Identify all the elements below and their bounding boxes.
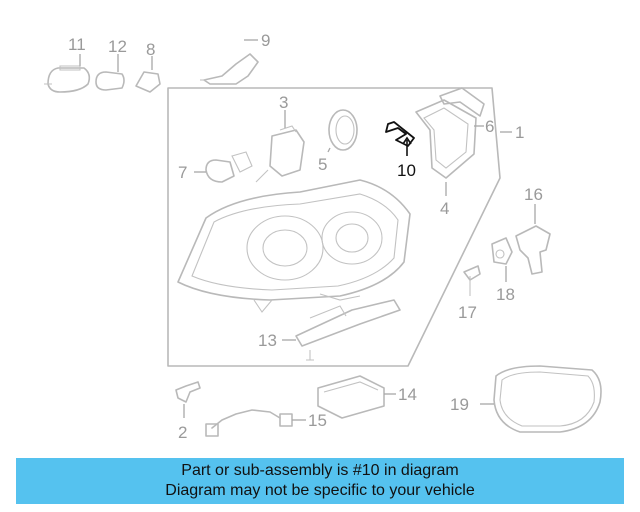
callout-13: 13	[258, 331, 277, 350]
part-14-module	[317, 375, 396, 419]
callout-12: 12	[108, 37, 127, 56]
headlamp-housing	[177, 179, 411, 313]
callout-4: 4	[440, 199, 449, 218]
bulb-8	[135, 56, 161, 93]
callout-17: 17	[458, 303, 477, 322]
callout-5: 5	[318, 155, 327, 174]
part-18-motor	[491, 237, 513, 282]
part-6-gasket	[439, 87, 485, 127]
part-10-seal	[385, 121, 415, 156]
bulb-11	[44, 54, 91, 93]
part-13-actuator	[282, 299, 401, 361]
parts-diagram: 1 2 3 4 5 6 7 8 9 10 11 12 13 14 15 16 1…	[44, 31, 602, 442]
part-16-bracket	[515, 204, 551, 275]
callout-3: 3	[279, 93, 288, 112]
part-2-screw	[175, 381, 201, 418]
callout-2: 2	[178, 423, 187, 442]
callout-15: 15	[308, 411, 327, 430]
part-15-harness	[205, 409, 306, 437]
callout-6: 6	[485, 117, 494, 136]
callout-9: 9	[261, 31, 270, 50]
bulb-12	[95, 54, 125, 91]
part-4-cover	[415, 99, 477, 196]
caption-banner: Part or sub-assembly is #10 in diagram D…	[16, 458, 624, 504]
callout-10: 10	[397, 161, 416, 180]
callout-16: 16	[524, 185, 543, 204]
part-19-lens	[480, 365, 602, 433]
callout-11: 11	[68, 35, 86, 54]
part-3-igniter	[255, 110, 305, 183]
part-5-ring	[327, 109, 358, 153]
callout-7: 7	[178, 163, 187, 182]
callout-14: 14	[398, 385, 417, 404]
assembly-outline	[167, 87, 501, 367]
bulb-9	[200, 39, 259, 85]
callout-18: 18	[496, 285, 515, 304]
part-7-socket	[194, 151, 253, 183]
part-17-screw	[463, 265, 481, 296]
caption-line-2: Diagram may not be specific to your vehi…	[165, 482, 475, 499]
caption-line-1: Part or sub-assembly is #10 in diagram	[181, 462, 459, 479]
callout-19: 19	[450, 395, 469, 414]
callout-8: 8	[146, 40, 155, 59]
callout-1: 1	[515, 123, 524, 142]
